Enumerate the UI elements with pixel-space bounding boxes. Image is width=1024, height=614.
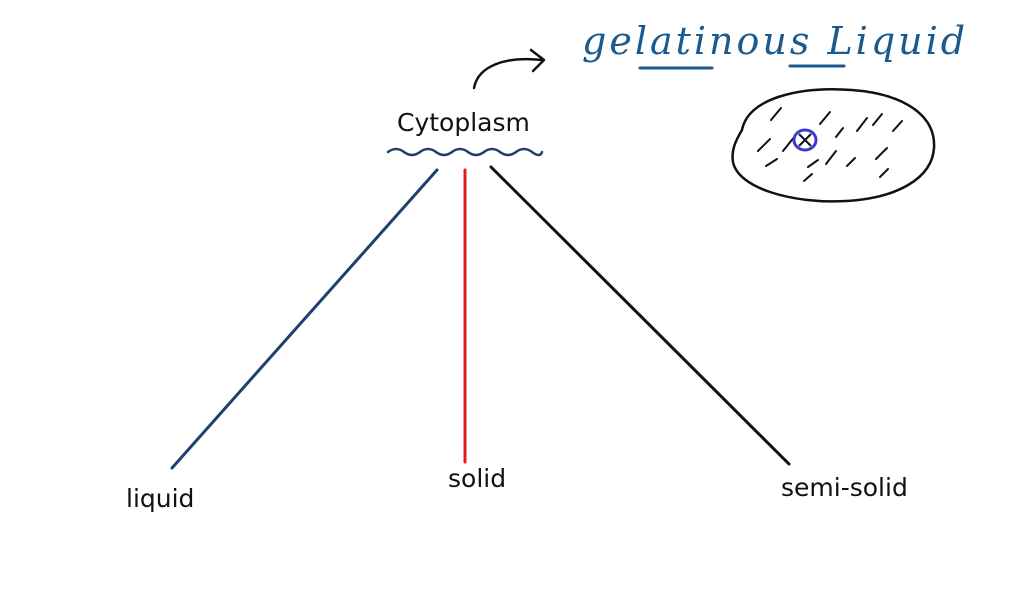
root-wavy-underline — [386, 147, 544, 157]
branch-label-semi-solid: semi-solid — [781, 473, 908, 502]
cell-nucleus-icon — [792, 128, 818, 152]
annotation-text: gelatinous Liquid — [582, 19, 969, 63]
annotation-arrow — [472, 57, 544, 90]
branch-line-semi-solid — [489, 165, 791, 466]
annotation-arrowhead-icon — [529, 48, 546, 73]
branch-label-solid: solid — [448, 464, 507, 493]
cell-nucleus-mark-2 — [798, 133, 812, 147]
cell-sketch — [731, 88, 936, 203]
branch-label-liquid: liquid — [126, 484, 195, 513]
cell-outline — [731, 88, 936, 203]
cell-strokes — [757, 107, 903, 182]
root-term-label: Cytoplasm — [397, 108, 530, 137]
branch-line-liquid — [170, 168, 439, 470]
